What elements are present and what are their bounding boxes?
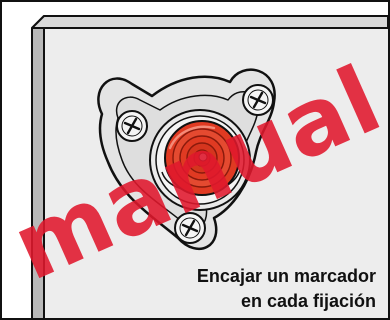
caption-line-1: Encajar un marcador xyxy=(196,266,376,286)
marker-disc-icon xyxy=(164,120,240,196)
instruction-caption: Encajar un marcador en cada fijación xyxy=(197,264,376,314)
caption-line-2: en cada fijación xyxy=(240,291,376,311)
screw-icon xyxy=(242,84,274,116)
wall-edge xyxy=(31,15,45,318)
illustration xyxy=(31,15,388,318)
screw-icon xyxy=(174,212,206,244)
screw-icon xyxy=(116,110,148,142)
wall-top xyxy=(31,15,388,29)
